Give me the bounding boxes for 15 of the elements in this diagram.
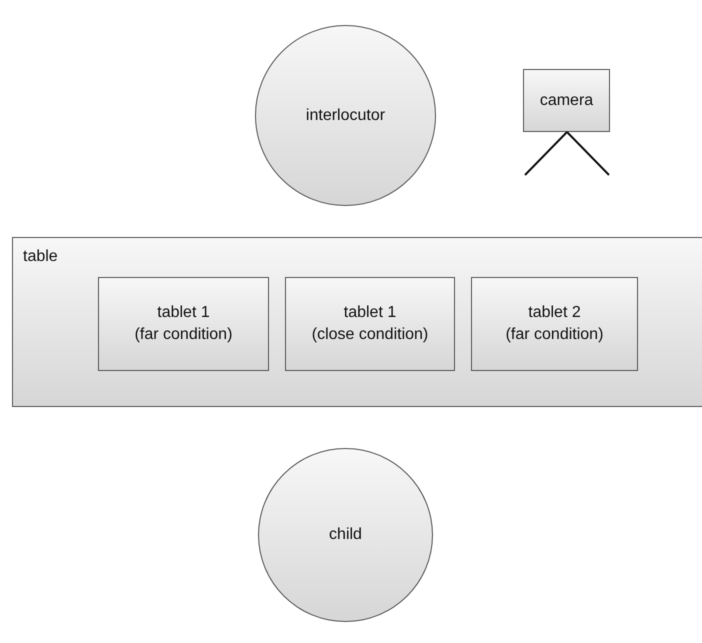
table-label: table bbox=[23, 247, 58, 267]
table-band bbox=[12, 237, 702, 407]
node-label: (far condition) bbox=[506, 325, 604, 345]
tablet-box bbox=[471, 277, 638, 371]
node-label: interlocutor bbox=[306, 106, 386, 126]
tablet-box bbox=[285, 277, 455, 371]
node-label: child bbox=[329, 525, 362, 546]
node-label: (close condition) bbox=[312, 325, 428, 345]
node-label: (far condition) bbox=[134, 325, 232, 345]
camera-box bbox=[523, 69, 610, 132]
node-label: tablet 2 bbox=[528, 303, 581, 324]
node-label: camera bbox=[540, 90, 594, 111]
tablet-box bbox=[98, 277, 269, 371]
node-label: tablet 1 bbox=[344, 303, 396, 324]
node-label: tablet 1 bbox=[157, 303, 210, 324]
